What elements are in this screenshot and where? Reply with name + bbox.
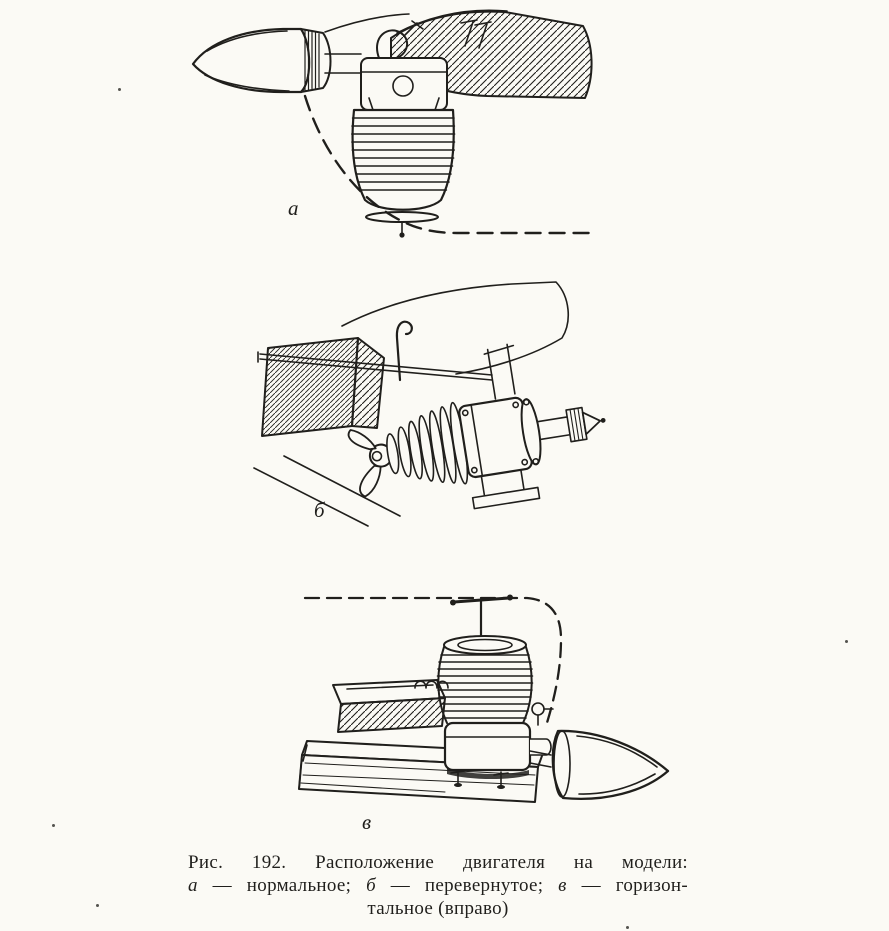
spinner-knurl-ring — [300, 28, 332, 93]
spinner — [191, 27, 362, 94]
illustration-a-engine-normal — [191, 9, 593, 238]
fuselage-dashed-outline — [303, 94, 592, 235]
caption-label-a: а — [188, 875, 198, 896]
figure-caption: Рис. 192. Расположение двигателя на моде… — [188, 851, 688, 920]
spring-coil — [414, 680, 449, 689]
label-b: б — [314, 498, 325, 522]
scan-speck — [845, 640, 848, 643]
case-bolts — [461, 398, 540, 474]
cylinder-fins — [351, 117, 456, 191]
crankcase-v — [443, 702, 554, 780]
tank-block — [332, 679, 446, 733]
prop-blade-lower — [359, 464, 382, 498]
scan-speck — [626, 926, 629, 929]
cylinder-fins-b — [386, 401, 469, 485]
caption-line-3: тальное (вправо) — [367, 898, 509, 919]
caption-line-1: Рис. 192. Расположение двигателя на моде… — [188, 852, 688, 873]
pylon-panel — [261, 337, 385, 437]
caption-text-a: — нормальное; — [197, 875, 367, 896]
caption-text-v: — горизон- — [566, 875, 688, 896]
needle-wire — [395, 320, 413, 382]
label-v: в — [362, 810, 372, 834]
engine-mount-b — [471, 469, 541, 510]
caption-line-2: а — нормальное; б — перевернутое; в — го… — [188, 874, 688, 897]
illustration-v-engine-horizontal — [298, 594, 670, 803]
needle-valve — [365, 211, 439, 238]
caption-label-v: в — [558, 875, 567, 896]
scan-speck — [52, 824, 55, 827]
cylinder — [351, 108, 456, 211]
prop-blade-upper — [347, 429, 377, 451]
caption-label-b: б — [366, 875, 376, 896]
carb-spraybar — [531, 702, 554, 726]
mount-bolts-v — [450, 769, 509, 789]
engine-crankcase — [360, 20, 448, 111]
scan-speck — [118, 88, 121, 91]
mount-pins — [460, 19, 492, 49]
cylinder-fins-v — [436, 654, 534, 719]
illustration-b-engine-inverted — [253, 281, 606, 527]
spinner-tip-b — [581, 411, 602, 436]
spinner-v — [551, 729, 670, 800]
label-a: а — [288, 196, 299, 220]
caption-text-b: — перевернутое; — [375, 875, 559, 896]
engine-assembly — [347, 343, 606, 510]
cylinder-v — [436, 635, 534, 724]
fuselage-edge-lines — [253, 455, 401, 527]
scan-speck — [96, 904, 99, 907]
engine-bearers — [483, 343, 516, 400]
dashed-outline — [303, 596, 563, 728]
